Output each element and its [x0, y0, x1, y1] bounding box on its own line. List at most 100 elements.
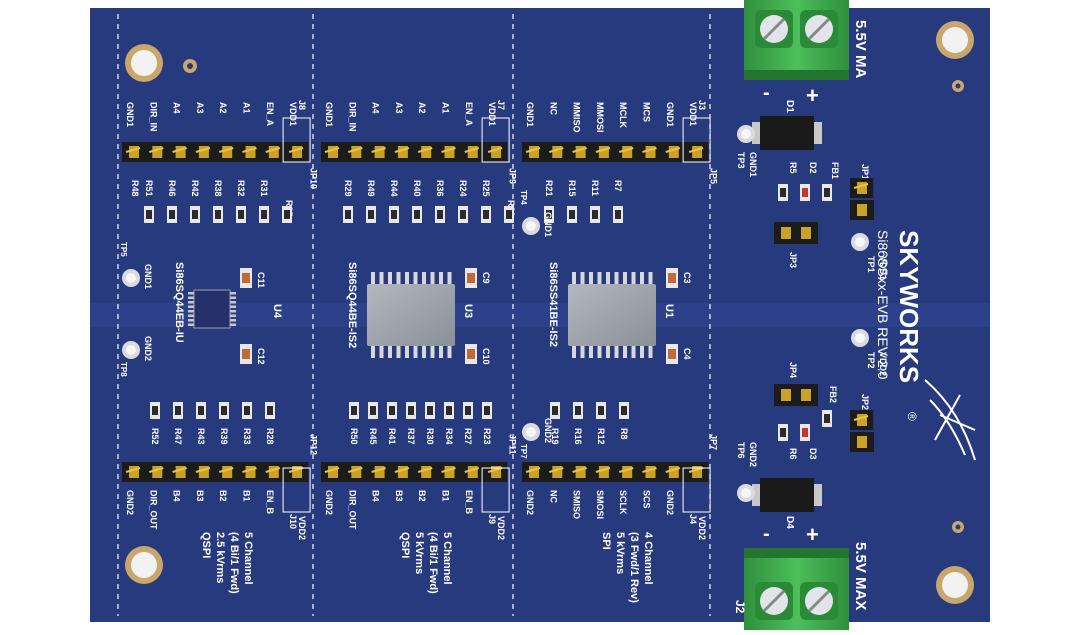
capacitor-center [668, 349, 676, 359]
pin-label-bottom: B1 [242, 490, 252, 502]
section-description: 5 Channel [441, 532, 453, 585]
test-point-pad [126, 273, 136, 283]
cap-label: C11 [256, 272, 266, 288]
resistor-label: R46 [167, 180, 177, 197]
chip-ref-label: U4 [271, 304, 283, 319]
diode-d1-lead [814, 122, 822, 144]
chip-lead [230, 296, 236, 299]
header-bottom-1-pin [444, 466, 455, 478]
header-top-1-pin [328, 146, 338, 158]
chip-ref-label: U1 [663, 304, 675, 318]
header-top-2-pin-highlight [688, 147, 704, 153]
pin-label-top: A2 [218, 102, 228, 114]
section-description: 2.5 kVrms [214, 532, 226, 583]
resistor-label: R50 [349, 428, 359, 445]
chip-lead [430, 272, 435, 284]
ferrite-bead-center [824, 414, 830, 423]
resistor-label: R44 [389, 180, 399, 197]
header-bottom-1-pin-highlight [441, 467, 456, 473]
jumper-outline-bottom [282, 467, 311, 513]
header-bottom-2-pin [529, 466, 539, 478]
pin-label-top: A2 [417, 102, 427, 114]
pin-label-bottom: GND2 [665, 490, 675, 515]
pin-label-top: A4 [371, 102, 381, 114]
chip-lead [640, 346, 644, 358]
diode-label: D3 [808, 448, 818, 460]
resistor-center [484, 406, 490, 415]
resistor-center [175, 406, 181, 415]
test-point-pad [526, 427, 536, 437]
chip-lead [188, 301, 194, 304]
pin-label-bottom: B2 [417, 490, 427, 502]
header-bottom-2-pin-highlight [525, 467, 541, 473]
chip-lead [580, 272, 585, 284]
header-top-2-pin-highlight [665, 147, 681, 153]
resistor-label: R7 [613, 180, 623, 192]
chip-lead [379, 272, 384, 284]
header-top-2-pin-highlight [572, 147, 587, 153]
resistor-label: R42 [190, 180, 200, 197]
header-bottom-0-pin [198, 466, 209, 478]
resistor-center [460, 210, 466, 219]
capacitor-center [242, 349, 250, 359]
header-bottom-0-pin-highlight [172, 467, 187, 473]
chip-lead [188, 323, 194, 326]
jumper-jp1-pin [857, 204, 867, 216]
led-d2-center [802, 188, 808, 197]
header-top-0-pin-highlight [242, 147, 257, 153]
header-top-1-pin-highlight [487, 147, 503, 153]
resistor-label: R24 [458, 180, 468, 197]
resistor-center [351, 406, 357, 415]
diode-d4 [760, 478, 814, 512]
resistor-center [414, 210, 420, 219]
section-description: 4 Channel [642, 532, 654, 585]
resistor-center [446, 406, 452, 415]
pin-label-bottom: EN_B [265, 490, 275, 515]
section-description: 5 kVrms [614, 532, 626, 574]
resistor-label: R45 [368, 428, 378, 445]
header-bottom-2-pin [692, 466, 703, 478]
resistor-center [198, 406, 204, 415]
cap-label: C10 [481, 348, 491, 365]
resistor-center [370, 406, 376, 415]
capacitor-center [242, 273, 250, 283]
header-label-top: J7 [496, 100, 506, 110]
pin-label-top: MCS [642, 102, 652, 122]
chip-lead [413, 346, 418, 358]
resistor-center [408, 406, 414, 415]
tp-label: TP3 [736, 152, 746, 169]
header-bottom-2-pin-highlight [618, 467, 634, 473]
pin-label-bottom: B2 [218, 490, 228, 502]
header-bottom-0-pin-highlight [218, 467, 234, 473]
resistor-label: R33 [242, 428, 252, 445]
jumper-jp3-pin [781, 227, 791, 239]
header-top-1-pin [421, 146, 432, 158]
diode-label: D2 [808, 162, 818, 174]
resistor-label: R30 [425, 428, 435, 445]
vdd-label-top: VDD1 [288, 102, 298, 126]
jp-label-bottom: JP11 [507, 434, 517, 455]
resistor-center [552, 406, 558, 415]
header-bottom-0-pin-highlight [265, 467, 281, 473]
chip-lead [597, 272, 602, 284]
resistor-label: R15 [567, 180, 577, 197]
pin-label-bottom: DIR_OUT [347, 490, 357, 530]
pin-label-top: MCLK [618, 102, 628, 128]
terminal-block-top [744, 0, 849, 80]
chip-lead [188, 296, 194, 299]
jumper-outline-top [682, 117, 711, 163]
header-bottom-1-body [321, 462, 508, 482]
pin-label-bottom: EN_B [464, 490, 474, 515]
vdd-label-bottom: VDD2 [297, 516, 307, 540]
capacitor-center [467, 273, 475, 283]
pin-label-bottom: SMOSI [595, 490, 605, 519]
tp-label: TP7 [519, 444, 528, 459]
header-top-2-body [522, 142, 709, 162]
header-bottom-1-pin-highlight [324, 467, 340, 473]
header-bottom-2-pin [645, 466, 656, 478]
jumper-outline-bottom [481, 467, 510, 513]
cap-label: C9 [481, 272, 491, 284]
minus-top: - [763, 82, 770, 104]
resistor-label: R23 [482, 428, 492, 445]
section-description: SPI [600, 532, 612, 550]
